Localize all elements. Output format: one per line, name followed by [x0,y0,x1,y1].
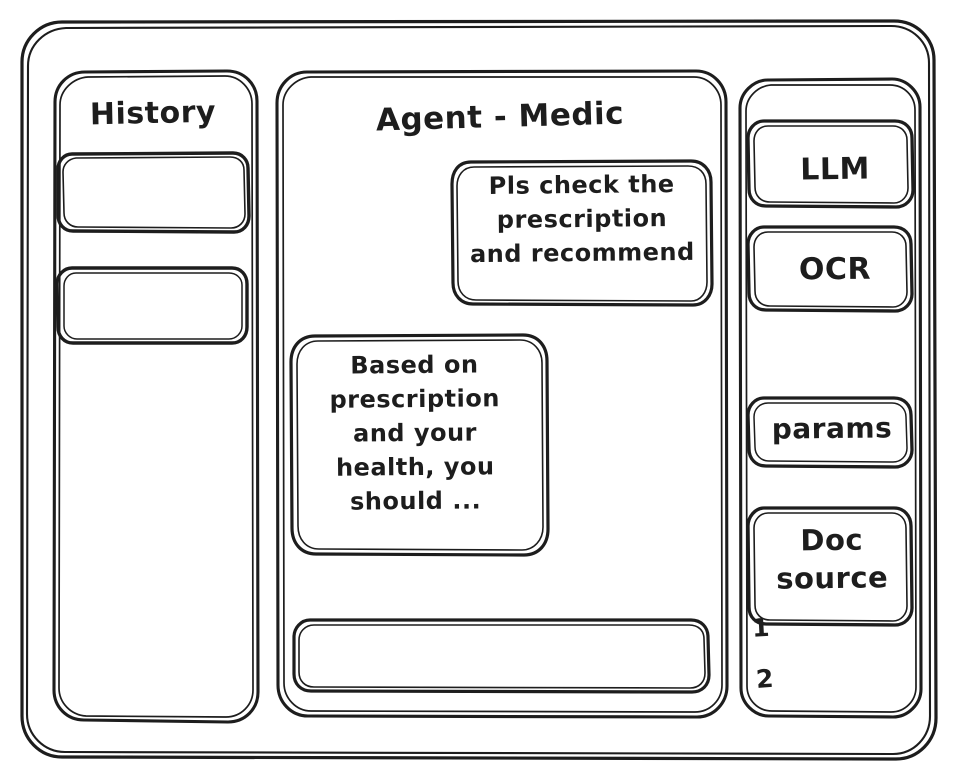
history-item-2-outline [55,266,249,345]
history-item-2[interactable] [57,268,247,343]
tool-params-label: params [771,411,893,446]
user-message-bubble-outline [450,159,714,307]
history-panel-title: History [89,94,217,133]
tool-doc-source-label: Doc source [776,522,889,596]
tool-doc-source-outline [746,506,914,627]
user-message-text: Pls check the prescription and recommend [469,170,695,269]
history-panel-outline [52,69,260,724]
doc-source-item-2[interactable]: 2 [755,663,775,695]
assistant-message-bubble-outline [289,333,550,557]
tools-panel-outline [738,77,923,719]
history-item-1-outline [56,151,251,234]
history-item-1[interactable] [58,153,249,232]
doc-source-item-1[interactable]: 1 [751,612,771,643]
window-frame [20,19,938,761]
tool-llm-label: LLM [799,151,871,188]
tool-params-outline [746,396,914,469]
tool-ocr-outline [746,225,914,313]
main-panel-outline [275,69,729,719]
assistant-message-text: Based on prescription and your health, y… [329,350,500,516]
composer-input-outline [292,618,711,694]
tool-llm-outline [746,119,915,209]
composer-input[interactable] [294,620,709,692]
tool-ocr-label: OCR [798,251,872,288]
